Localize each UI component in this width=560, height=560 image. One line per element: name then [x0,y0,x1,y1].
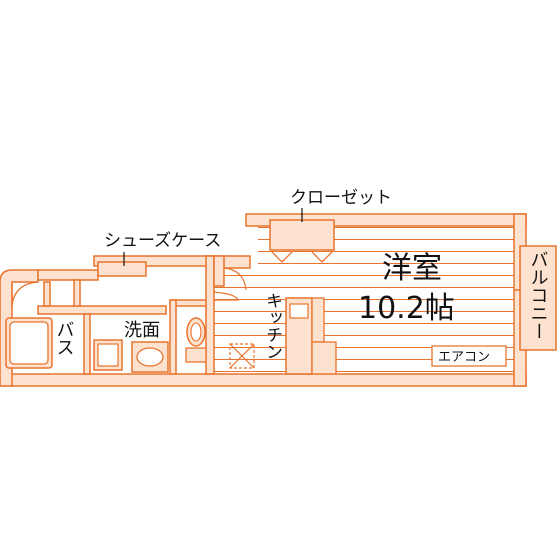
hall-door-swing [223,267,247,291]
interior-partitions [37,255,225,375]
washing-machine-pan [93,339,123,371]
room-size-label: 10.2帖 [358,291,455,326]
balcony [519,245,557,351]
room-name-label: 洋室 [382,251,442,286]
toilet-door-swing [213,291,239,301]
kitchen-counter [285,297,337,375]
aircon-unit [431,345,507,367]
washroom-label: 洗面 [124,320,160,341]
toilet [185,317,207,363]
shoe-case [97,261,147,277]
bath-label: バス [54,320,75,356]
closet-label: クローゼット [290,188,392,208]
shoe-case-label: シューズケース [104,231,221,251]
balcony-label: バルコニー [528,250,549,340]
wash-basin [131,341,169,373]
kitchen-label: キッチン [262,292,282,360]
aircon-label: エアコン [438,350,490,365]
closet [269,219,335,251]
entry-door-swing [11,281,39,307]
closet-door-marks [271,251,333,263]
fridge-space [229,343,255,369]
bathtub [5,317,53,369]
